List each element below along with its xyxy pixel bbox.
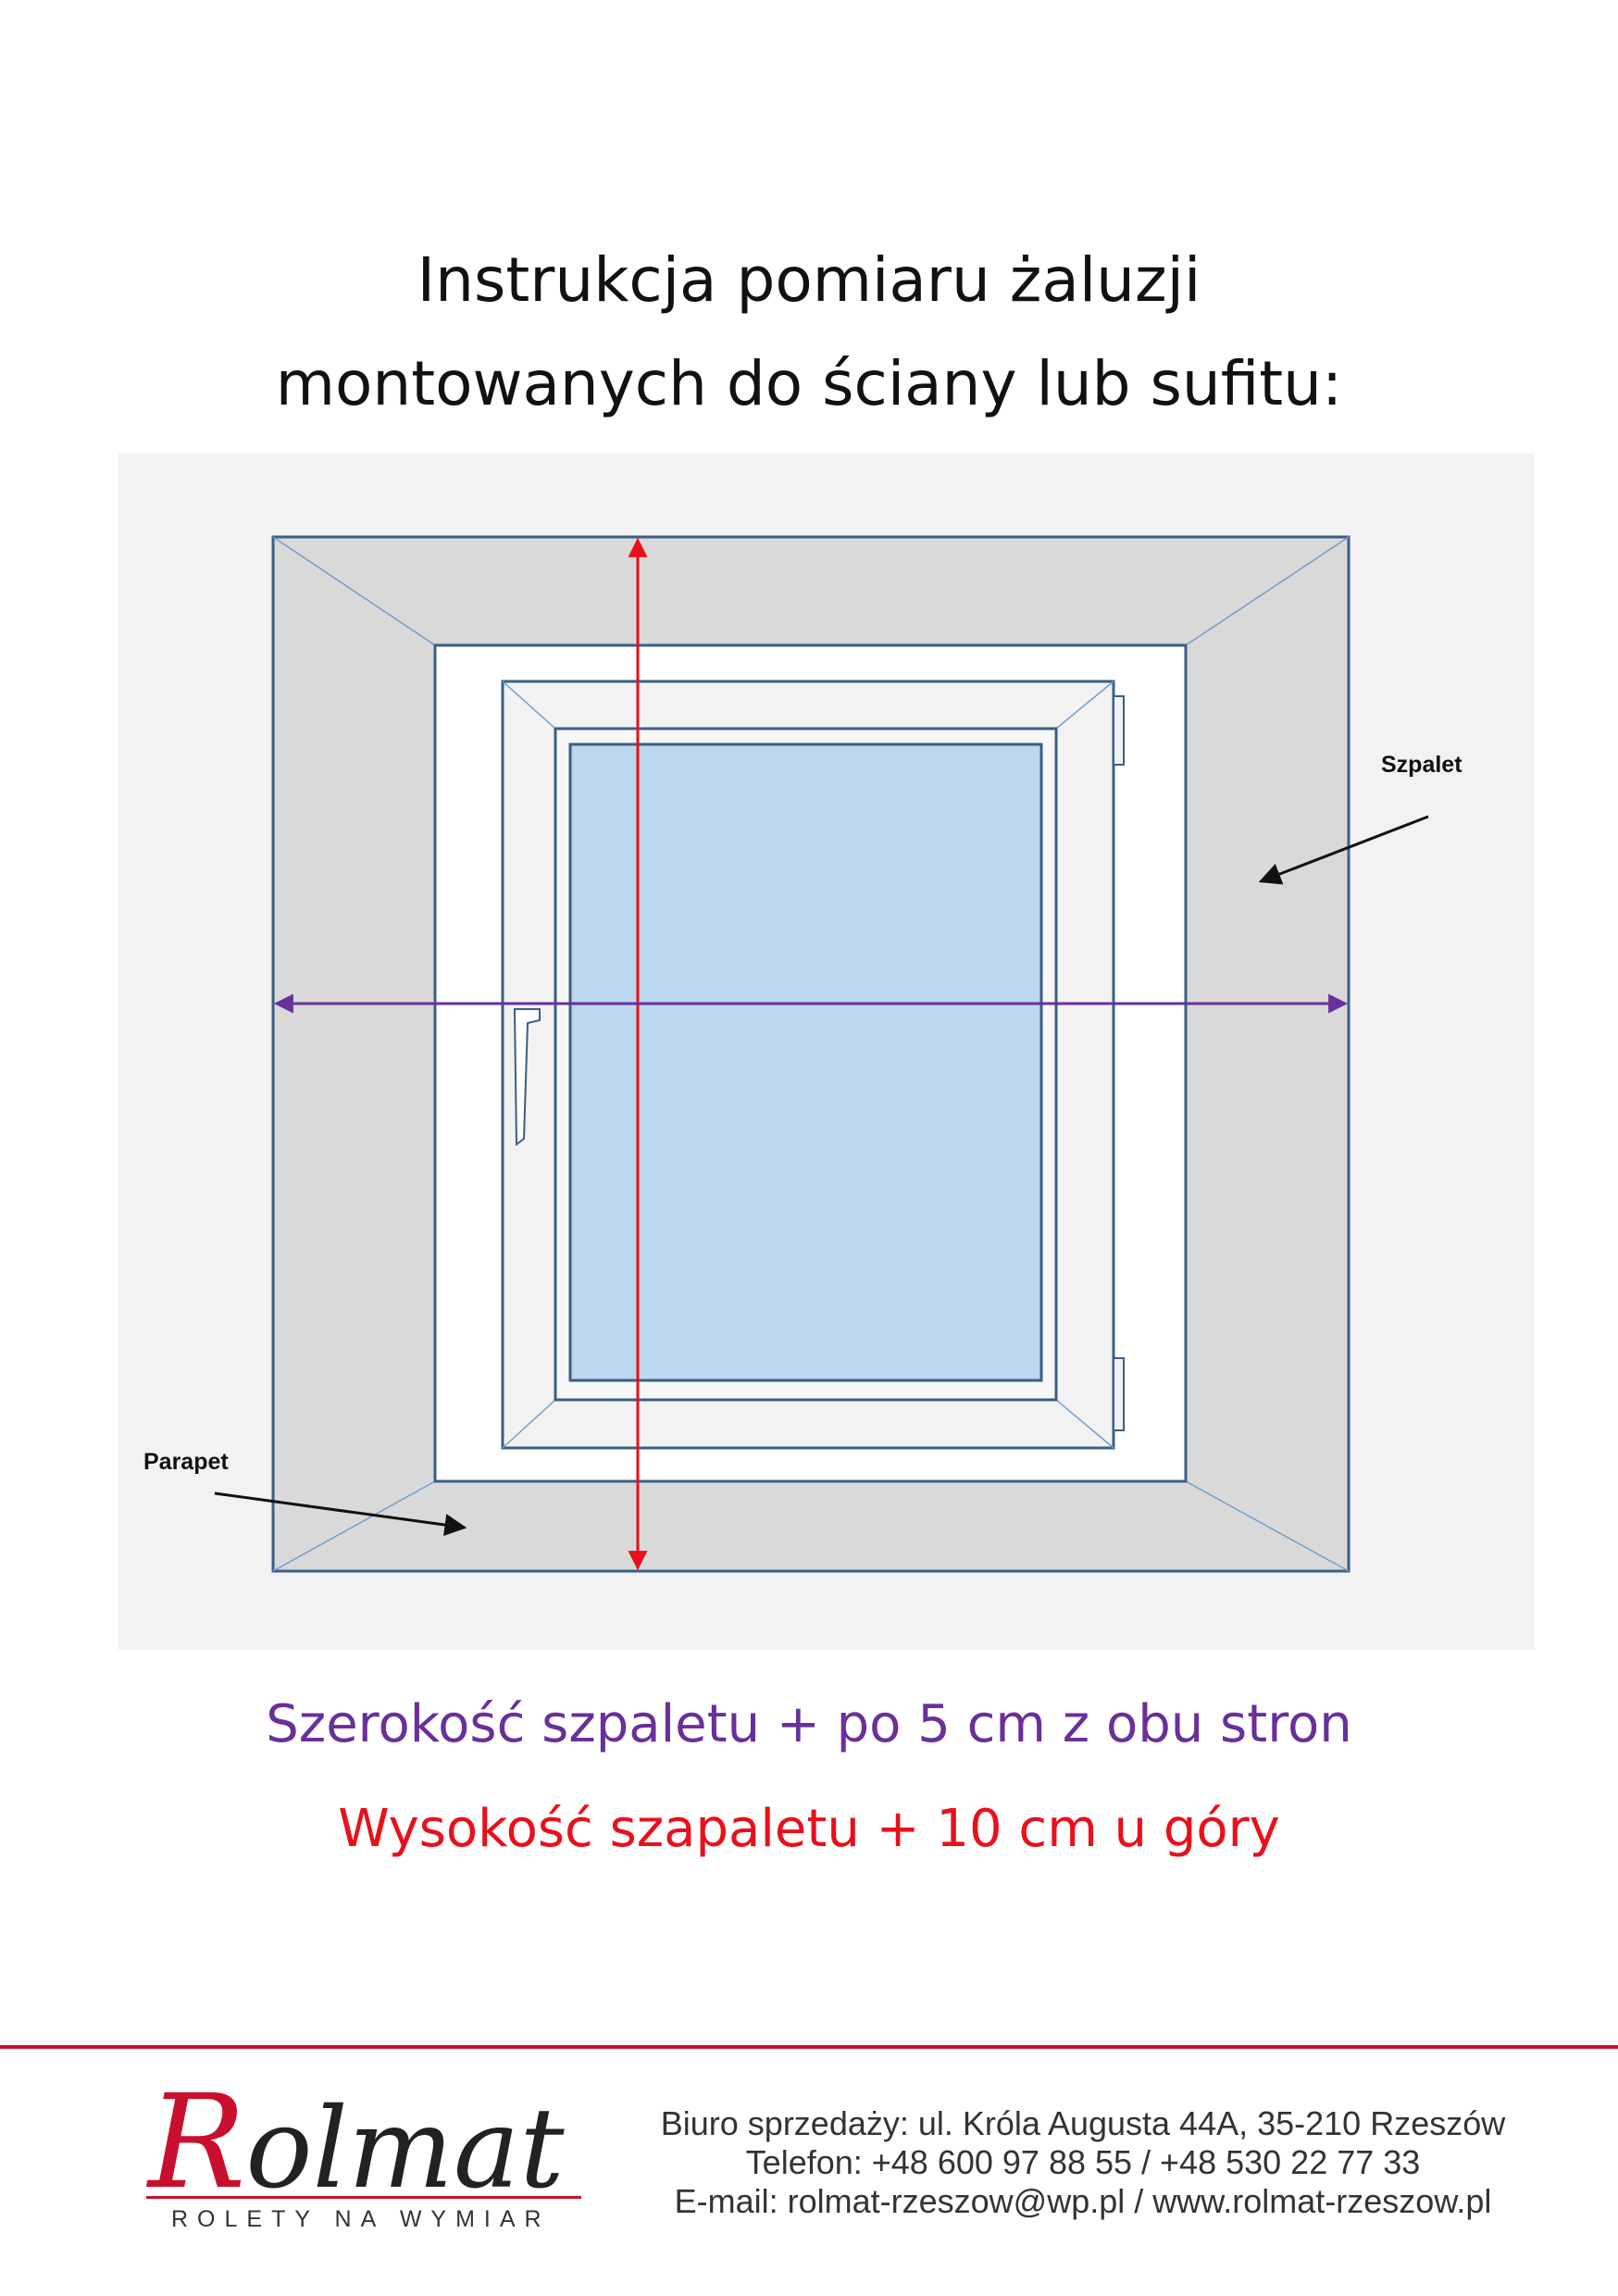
sash-corner-lines bbox=[502, 680, 1114, 1449]
page-title-line-1: Instrukcja pomiaru żaluzji bbox=[417, 244, 1201, 316]
label-szpalet: Szpalet bbox=[1381, 752, 1462, 778]
hinge-bottom bbox=[1113, 1357, 1125, 1431]
logo-underline bbox=[146, 2196, 581, 2199]
contact-address: Biuro sprzedaży: ul. Króla Augusta 44A, … bbox=[660, 2104, 1506, 2142]
contact-email: E-mail: rolmat-rzeszow@wp.pl / www.rolma… bbox=[674, 2182, 1492, 2220]
contact-phone: Telefon: +48 600 97 88 55 / +48 530 22 7… bbox=[745, 2143, 1421, 2181]
page-title-line-2: montowanych do ściany lub sufitu: bbox=[275, 348, 1343, 419]
szpalet-pointer-arrow bbox=[1258, 815, 1429, 885]
parapet-pointer-arrow bbox=[214, 1491, 467, 1536]
logo-tagline: ROLETY NA WYMIAR bbox=[171, 2206, 551, 2232]
label-parapet: Parapet bbox=[143, 1449, 229, 1475]
window-measurement-diagram bbox=[118, 454, 1535, 1650]
height-instruction: Wysokość szapaletu + 10 cm u góry bbox=[338, 1799, 1280, 1859]
reveal-corner-lines bbox=[272, 536, 1350, 1572]
footer-divider bbox=[0, 2045, 1618, 2049]
rolmat-logo: Rolmat ROLETY NA WYMIAR bbox=[139, 2078, 583, 2236]
hinge-top bbox=[1113, 695, 1125, 766]
window-glass bbox=[568, 742, 1043, 1382]
logo-wordmark: Rolmat bbox=[148, 2067, 565, 2218]
width-instruction: Szerokość szpaletu + po 5 cm z obu stron bbox=[266, 1694, 1352, 1754]
